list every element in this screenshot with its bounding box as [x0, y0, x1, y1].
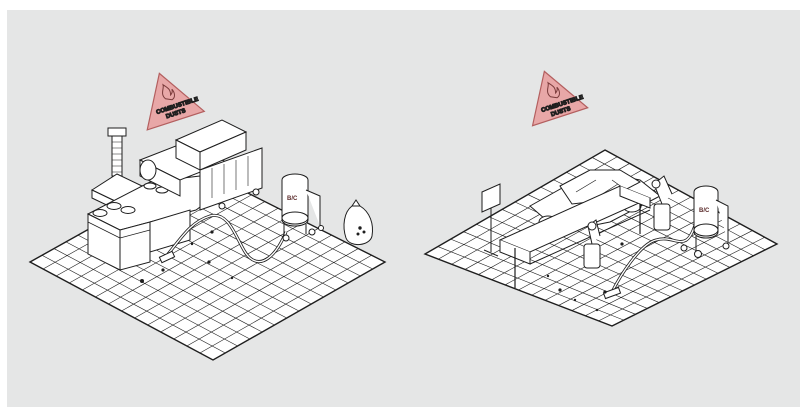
left-warning-sign: COMBUSTIBLE DUSTS: [132, 64, 205, 130]
left-vacuum-label: B/C: [287, 196, 298, 202]
right-warning-sign: COMBUSTIBLE DUSTS: [518, 62, 588, 126]
right-vacuum-label: B/C: [699, 208, 710, 214]
left-scene: B/C: [30, 64, 385, 360]
dust-sack-icon: [344, 200, 373, 245]
right-scene: B/C COMBU: [425, 62, 777, 326]
